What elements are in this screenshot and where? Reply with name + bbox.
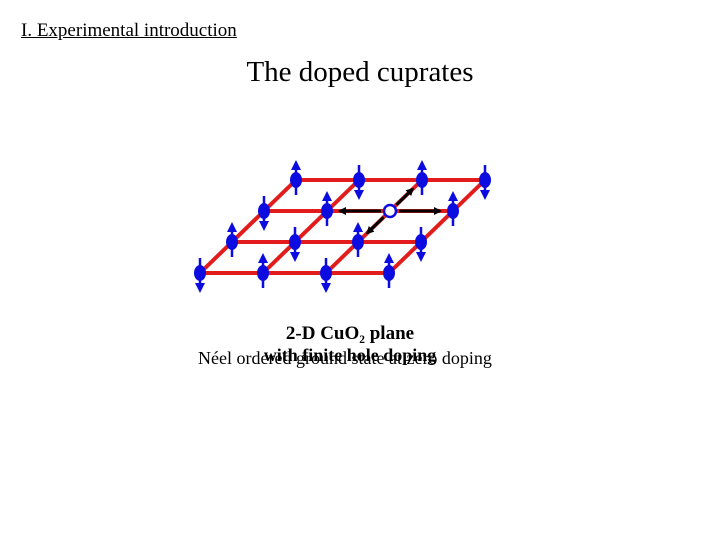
lattice-bonds (200, 180, 485, 273)
spin-site (383, 258, 395, 288)
hopping-arrow (396, 189, 412, 205)
lattice-column-bond (263, 180, 359, 273)
copper-site-dot (258, 203, 270, 219)
spin-site (353, 165, 365, 195)
spin-site (289, 227, 301, 257)
copper-site-dot (383, 265, 395, 281)
copper-site-dot (289, 234, 301, 250)
copper-site-dot (290, 172, 302, 188)
lattice-sites (194, 165, 491, 288)
spin-site (321, 196, 333, 226)
spin-site (257, 258, 269, 288)
copper-site-dot (479, 172, 491, 188)
copper-site-dot (353, 172, 365, 188)
copper-site-dot (416, 172, 428, 188)
copper-site-dot (226, 234, 238, 250)
spin-site (416, 165, 428, 195)
spin-site (290, 165, 302, 195)
copper-site-dot (447, 203, 459, 219)
lattice-column-bond (200, 180, 296, 273)
spin-site (320, 258, 332, 288)
copper-site-dot (320, 265, 332, 281)
copper-site-dot (257, 265, 269, 281)
spin-site (194, 258, 206, 288)
hole-site (384, 205, 396, 217)
lattice-column-bond (389, 180, 485, 273)
spin-site (226, 227, 238, 257)
caption-hole-doping: with finite hole doping (190, 345, 510, 366)
copper-site-dot (321, 203, 333, 219)
spin-site (479, 165, 491, 195)
copper-site-dot (194, 265, 206, 281)
hopping-arrow (367, 217, 383, 233)
copper-site-dot (415, 234, 427, 250)
caption-cuo2-plane: 2-D CuO₂ plane (230, 323, 470, 345)
spin-site (447, 196, 459, 226)
copper-site-dot (352, 234, 364, 250)
spin-site (258, 196, 270, 226)
spin-site (415, 227, 427, 257)
spin-site (352, 227, 364, 257)
